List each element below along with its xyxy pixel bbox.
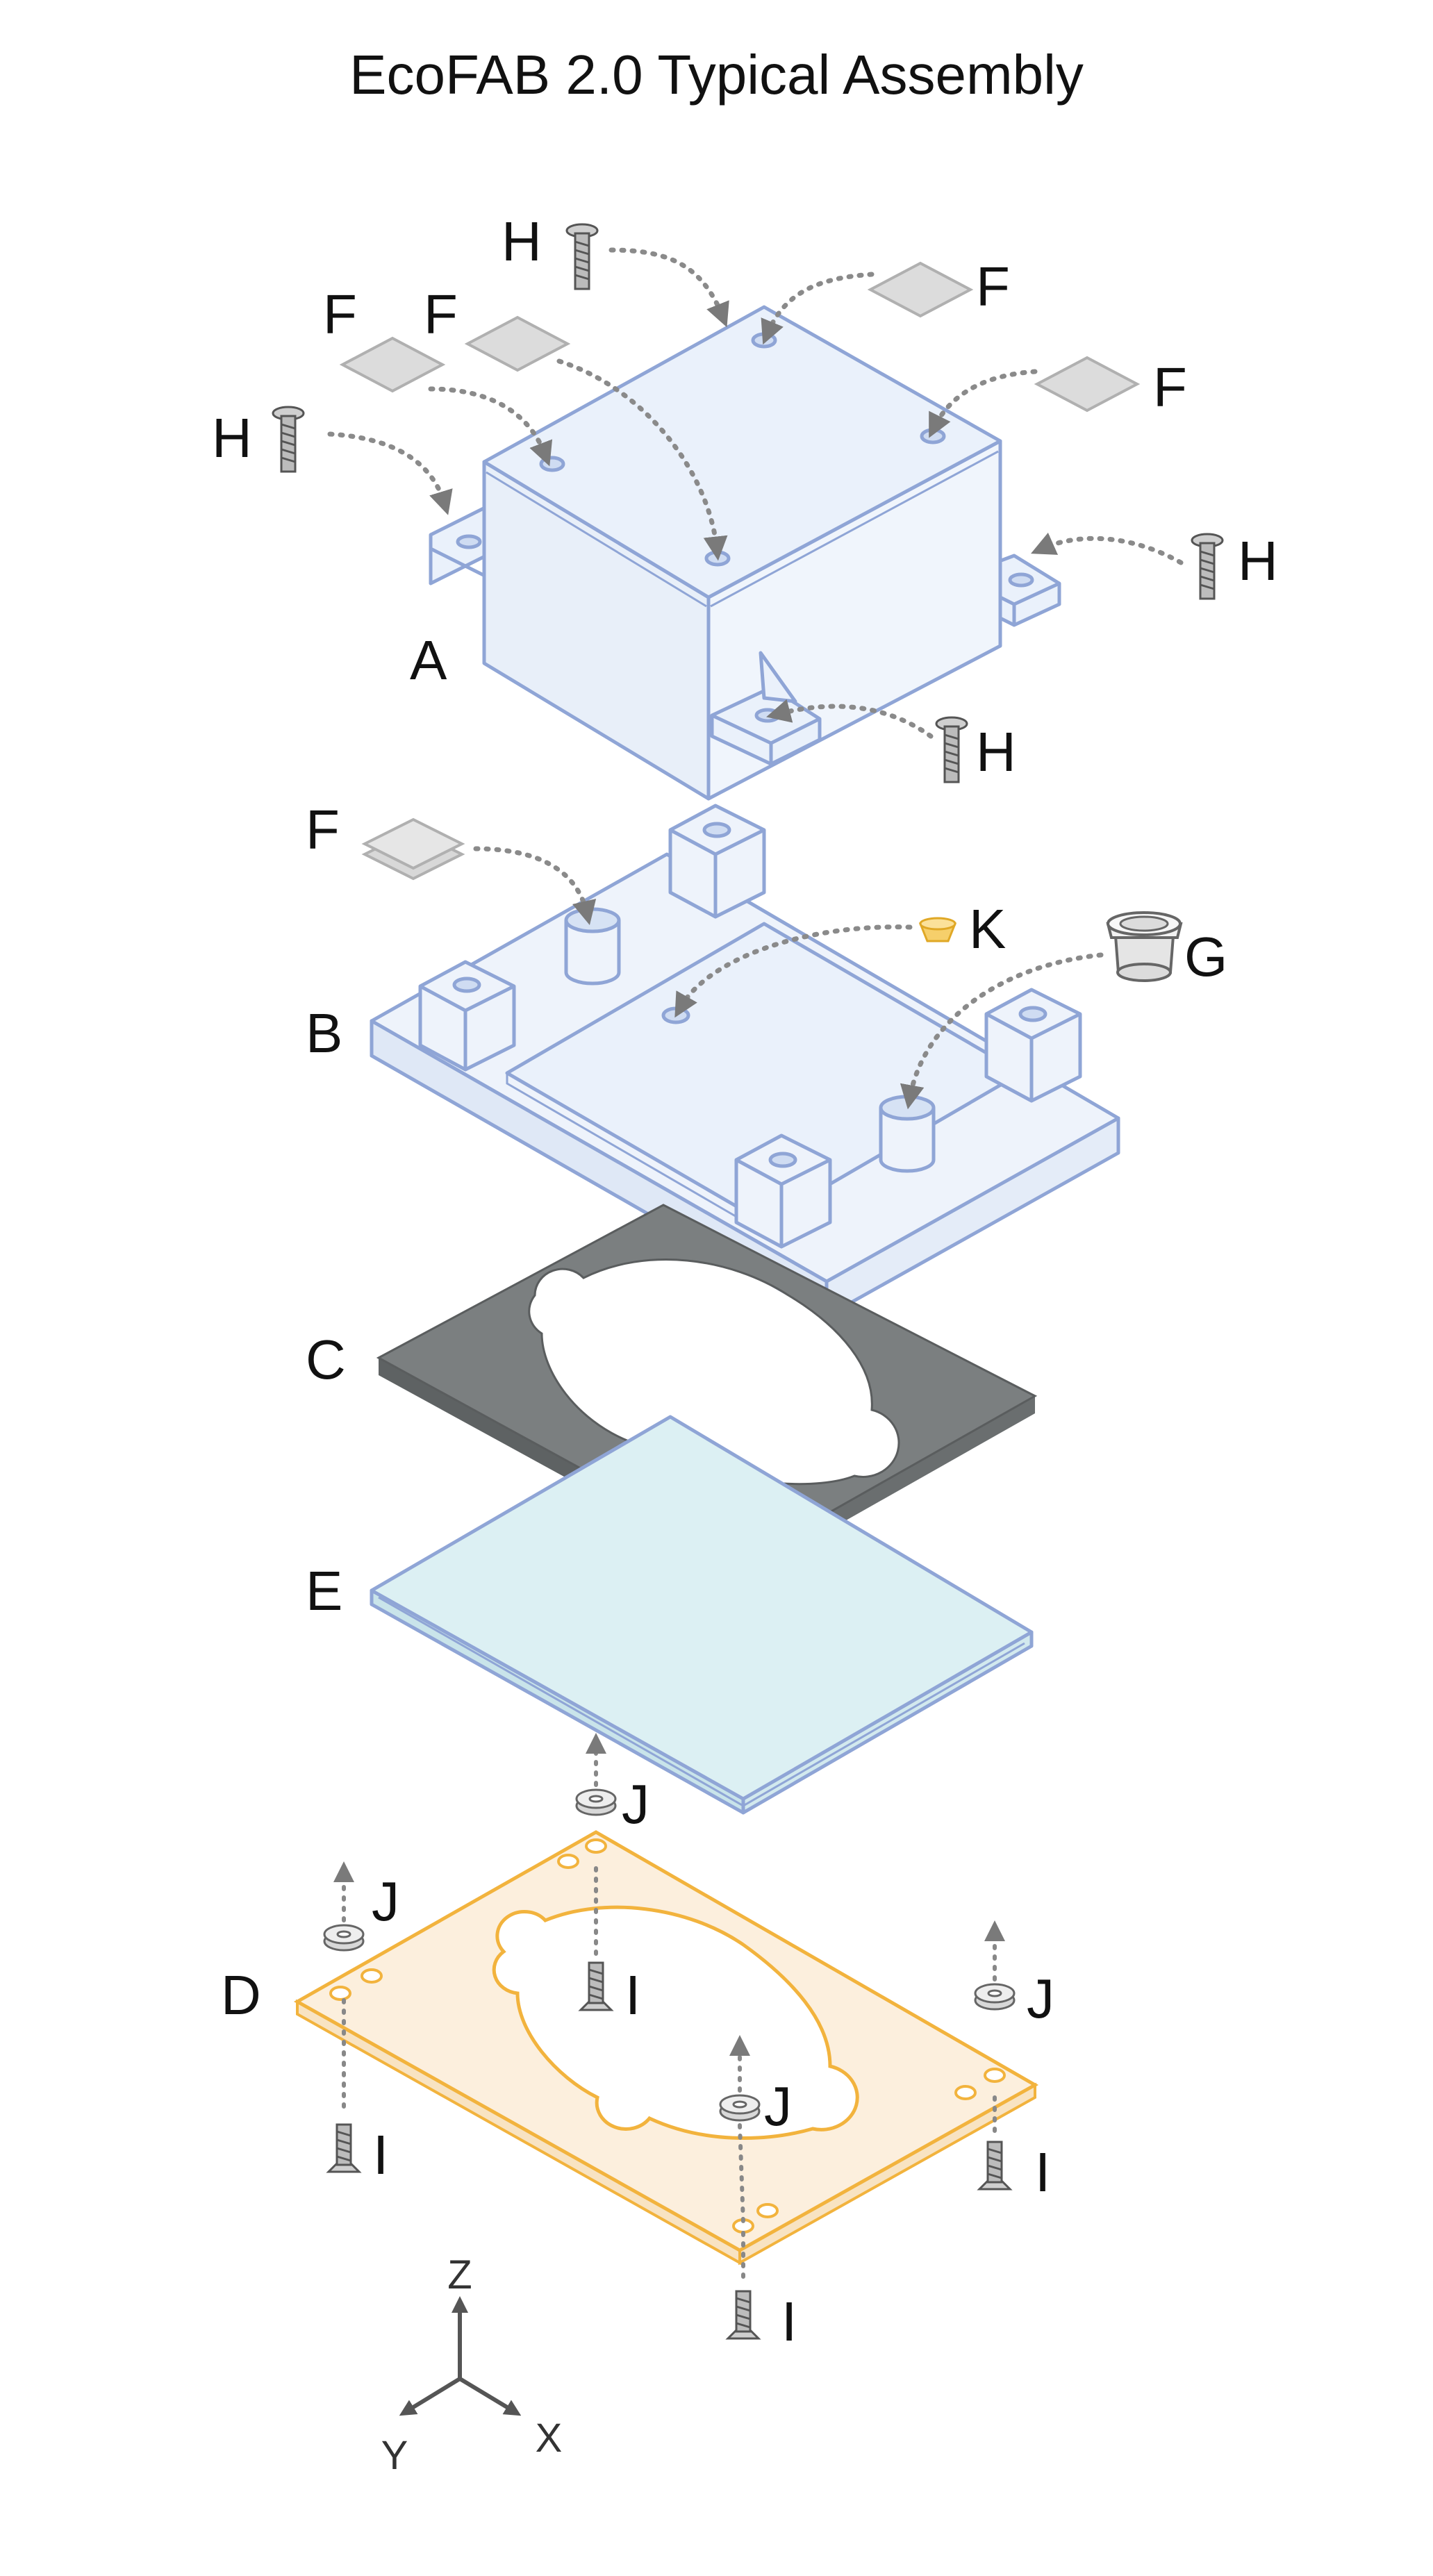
page-title: EcoFAB 2.0 Typical Assembly [349,44,1084,106]
filter-pad-icon [1036,356,1138,412]
cube-2 [668,804,766,919]
label-e: E [306,1560,342,1622]
screw-icon [727,2290,760,2340]
label-i: I [781,2291,797,2352]
cap-icon [1106,911,1183,982]
filter-pad-stack-icon [361,817,465,881]
assembly-arrows [327,247,1184,1110]
label-b: B [306,1002,342,1064]
part-b-base [370,804,1120,1318]
cube-1 [418,960,516,1072]
label-f: F [976,256,1010,317]
label-f: F [323,283,357,345]
filter-pad-icon [869,262,972,317]
screw-icon [1191,533,1224,600]
washer-icon [974,1983,1016,2011]
label-h: H [1238,530,1278,592]
cube-3 [984,988,1082,1103]
post-2 [879,1095,936,1173]
post-1 [564,907,621,986]
part-e-glass [370,1415,1034,1815]
screw-icon [327,2123,361,2173]
part-d-frame [293,1830,1039,2266]
label-a: A [410,629,447,691]
washer-icon [323,1924,365,1952]
bottom-arrows [333,1733,1005,2284]
label-c: C [306,1329,346,1390]
cube-4 [734,1133,832,1249]
label-d: D [221,1964,261,2026]
label-i: I [373,2124,388,2186]
axis-z-label: Z [447,2252,472,2297]
label-j: J [1027,1968,1054,2029]
plug-icon [918,917,957,942]
filter-pad-icon [341,337,444,392]
screw-icon [272,406,305,473]
screw-icon [935,716,968,783]
washer-icon [575,1788,617,1816]
label-j: J [764,2075,792,2137]
part-labels: H F F F F H H A H F K G B C E J J D I J … [212,210,1278,2352]
label-k: K [969,898,1006,960]
label-f: F [424,283,458,345]
label-j: J [372,1870,399,1932]
label-h: H [502,210,542,272]
screw-icon [579,1961,613,2011]
label-i: I [625,1964,640,2026]
screw-icon [565,223,599,290]
axis-x-label: X [536,2416,563,2461]
axis-indicator: Z Y X [381,2252,563,2478]
label-f: F [1153,356,1187,418]
label-j: J [622,1773,649,1835]
washer-icon [719,2094,761,2122]
label-f: F [306,799,340,861]
label-g: G [1184,926,1227,988]
label-i: I [1035,2141,1050,2203]
filter-pad-icon [466,316,569,372]
label-h: H [212,407,252,469]
screw-icon [978,2141,1011,2191]
axis-y-label: Y [381,2433,408,2478]
label-h: H [976,721,1016,783]
